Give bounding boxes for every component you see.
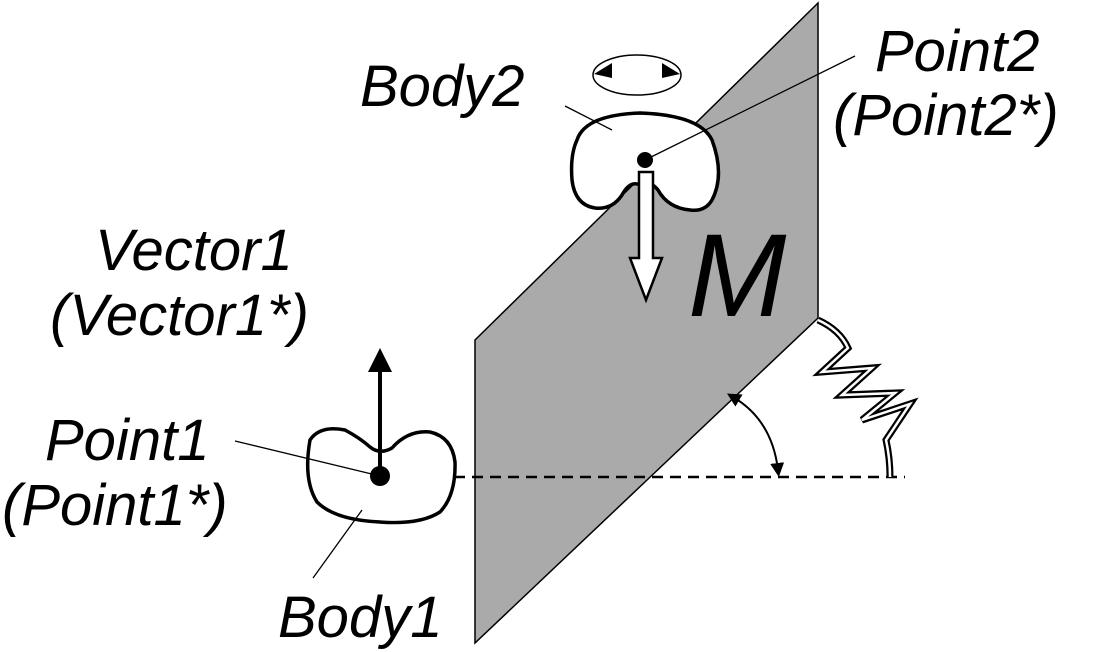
vector1-star-label: (Vector1*) [50,283,309,348]
point1-label: Point1 [45,408,209,473]
m-label: M [688,210,787,342]
rotation-arrow-right-icon [662,63,680,78]
torsion-spring-highlight [817,318,914,478]
plane-m [474,1,819,645]
angle-arc [726,393,785,477]
point2-label: Point2 [875,19,1039,84]
body1-leader [312,509,363,579]
point1-star-label: (Point1*) [2,473,228,538]
point2-leader [644,55,856,161]
rotation-arrow-left-icon [594,63,612,78]
point2-hollow-arrow [628,170,664,304]
rotation-ellipse [592,54,682,96]
body2-label: Body2 [360,54,524,119]
torsion-spring [812,316,919,478]
point2-star-label: (Point2*) [833,83,1059,148]
vector1-label: Vector1 [95,218,293,283]
vector1-arrowhead-icon [368,348,392,372]
body2-leader [564,105,613,131]
point1-leader [234,440,381,477]
body1-label: Body1 [278,585,442,650]
